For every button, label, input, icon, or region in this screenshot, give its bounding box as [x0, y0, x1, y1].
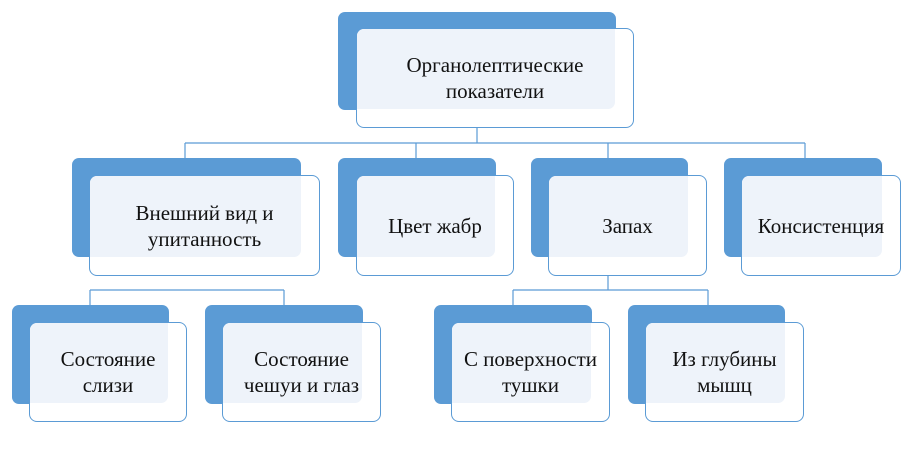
gills-color-node: Цвет жабр: [356, 175, 514, 276]
root-node: Органолептические показатели: [356, 28, 634, 128]
root-node-label: Органолептические показатели: [406, 53, 584, 103]
mucus-node-label: Состояние слизи: [60, 347, 156, 397]
appearance-node: Внешний вид и упитанность: [89, 175, 320, 276]
scales-eyes-node-label: Состояние чешуи и глаз: [243, 347, 360, 397]
mucus-node: Состояние слизи: [29, 322, 187, 422]
gills-color-node-label: Цвет жабр: [388, 213, 482, 238]
surface-node: С поверхности тушки: [451, 322, 610, 422]
consistency-node: Консистенция: [741, 175, 901, 276]
appearance-node-label: Внешний вид и упитанность: [135, 200, 274, 251]
smell-node: Запах: [548, 175, 707, 276]
surface-node-label: С поверхности тушки: [463, 347, 598, 397]
smell-node-label: Запах: [602, 213, 653, 238]
scales-eyes-node: Состояние чешуи и глаз: [222, 322, 381, 422]
muscle-depth-node: Из глубины мышц: [645, 322, 804, 422]
consistency-node-label: Консистенция: [757, 213, 885, 238]
muscle-depth-node-label: Из глубины мышц: [672, 347, 777, 397]
